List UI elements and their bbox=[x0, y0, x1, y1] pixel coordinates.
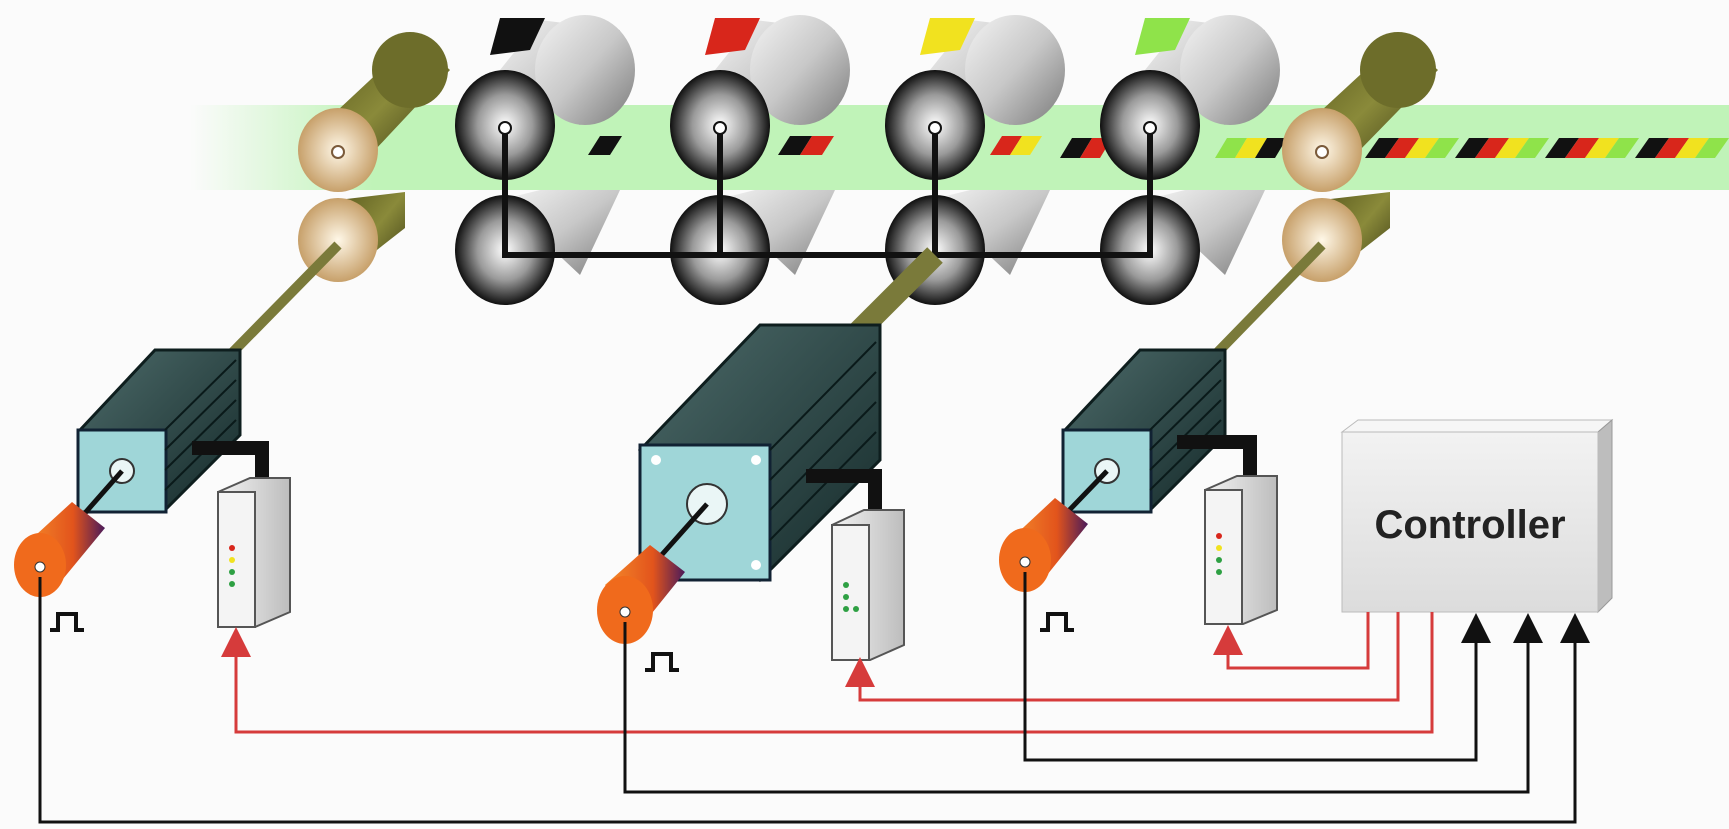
motor-left-cable bbox=[192, 441, 269, 490]
encoder-center bbox=[597, 545, 685, 644]
drive-right bbox=[1204, 475, 1278, 625]
drive-left bbox=[217, 477, 291, 628]
feedback-lines bbox=[38, 572, 1590, 824]
motor-left bbox=[76, 348, 242, 514]
drive-center bbox=[831, 509, 905, 661]
printed-stripes-station-2 bbox=[778, 136, 834, 155]
shaft-right bbox=[1211, 241, 1326, 359]
pulse-symbol-left bbox=[50, 612, 84, 632]
print-station-2 bbox=[670, 15, 850, 305]
roller-left-upper bbox=[298, 32, 450, 192]
roller-right-upper bbox=[1282, 32, 1438, 192]
encoder-right bbox=[999, 498, 1088, 592]
shaft-left bbox=[226, 241, 342, 359]
line-shaft bbox=[498, 121, 1157, 258]
motor-right bbox=[1061, 348, 1227, 514]
controller-label: Controller bbox=[1374, 503, 1565, 547]
printed-stripes-station-3 bbox=[990, 136, 1042, 155]
controller-box: Controller bbox=[1340, 418, 1614, 614]
motor-center-cable bbox=[806, 469, 882, 522]
printed-stripes-station-4 bbox=[1060, 138, 1287, 158]
motor-right-cable bbox=[1177, 435, 1257, 488]
encoder-left bbox=[14, 502, 105, 597]
print-station-4 bbox=[1100, 15, 1280, 305]
command-lines bbox=[221, 612, 1434, 734]
pulse-symbol-center bbox=[645, 652, 679, 672]
shaft-center bbox=[847, 247, 943, 343]
pulse-symbol-right bbox=[1040, 612, 1074, 632]
